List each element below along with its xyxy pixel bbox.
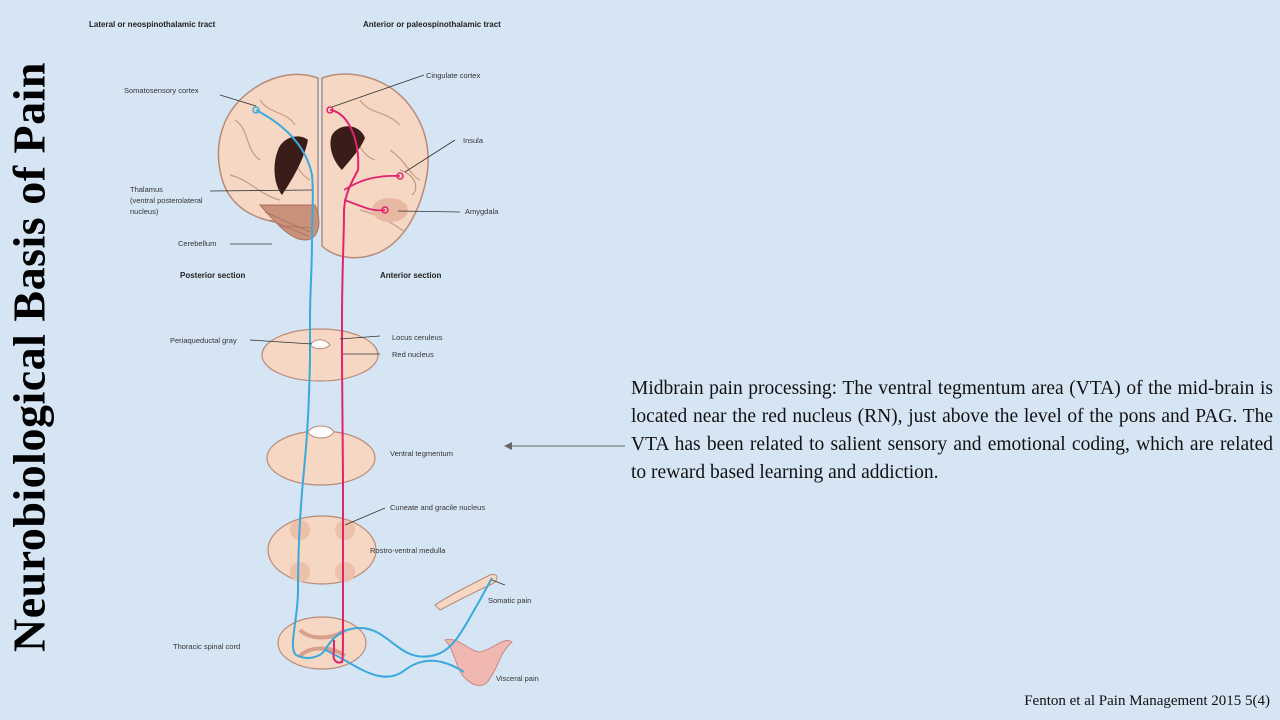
label-thalamus-2: (ventral posterolateral (130, 196, 203, 205)
header-lateral-tract: Lateral or neospinothalamic tract (89, 20, 216, 29)
pain-pathway-diagram: Lateral or neospinothalamic tract Anteri… (89, 20, 539, 686)
left-ventricle (274, 136, 308, 195)
label-locus-ceruleus: Locus ceruleus (392, 333, 443, 342)
lateral-tract-path (255, 109, 493, 659)
caption-text: Midbrain pain processing: The ventral te… (631, 378, 1273, 483)
label-thalamus: Thalamus (130, 185, 163, 194)
anterior-brain-section (321, 73, 429, 259)
label-somatosensory-cortex: Somatosensory cortex (124, 86, 199, 95)
thoracic-spinal-cord-section (277, 616, 367, 670)
label-red-nucleus: Red nucleus (392, 350, 434, 359)
slide-title-container: Neurobiological Basis of Pain (0, 0, 58, 720)
posterior-brain-section (217, 73, 320, 241)
right-ventricle (330, 126, 365, 170)
citation-text: Fenton et al Pain Management 2015 5(4) (1024, 693, 1270, 709)
amygdala-region (372, 198, 408, 222)
label-rostro-ventral-medulla: Rostro-ventral medulla (370, 546, 446, 555)
header-anterior-tract: Anterior or paleospinothalamic tract (363, 20, 501, 29)
medulla-section (267, 515, 377, 585)
label-thalamus-3: nucleus) (130, 207, 159, 216)
label-anterior-section: Anterior section (380, 271, 441, 280)
label-thoracic-spinal-cord: Thoracic spinal cord (173, 642, 240, 651)
label-somatic-pain: Somatic pain (488, 596, 531, 605)
label-ventral-tegmentum: Ventral tegmentum (390, 449, 453, 458)
label-amygdala: Amygdala (465, 207, 499, 216)
label-visceral-pain: Visceral pain (496, 674, 539, 683)
ventral-tegmentum-section (266, 430, 376, 486)
pointer-arrow (504, 442, 625, 450)
anterior-tract-path (329, 109, 360, 664)
label-cerebellum: Cerebellum (178, 239, 216, 248)
somatic-target (434, 573, 498, 611)
slide-title: Neurobiological Basis of Pain (3, 62, 55, 652)
label-posterior-section: Posterior section (180, 271, 245, 280)
label-cuneate-gracile: Cuneate and gracile nucleus (390, 503, 485, 512)
visceral-target (444, 638, 513, 686)
midbrain-section (261, 328, 379, 382)
label-cingulate-cortex: Cingulate cortex (426, 71, 480, 80)
label-insula: Insula (463, 136, 484, 145)
label-periaqueductal-gray: Periaqueductal gray (170, 336, 237, 345)
